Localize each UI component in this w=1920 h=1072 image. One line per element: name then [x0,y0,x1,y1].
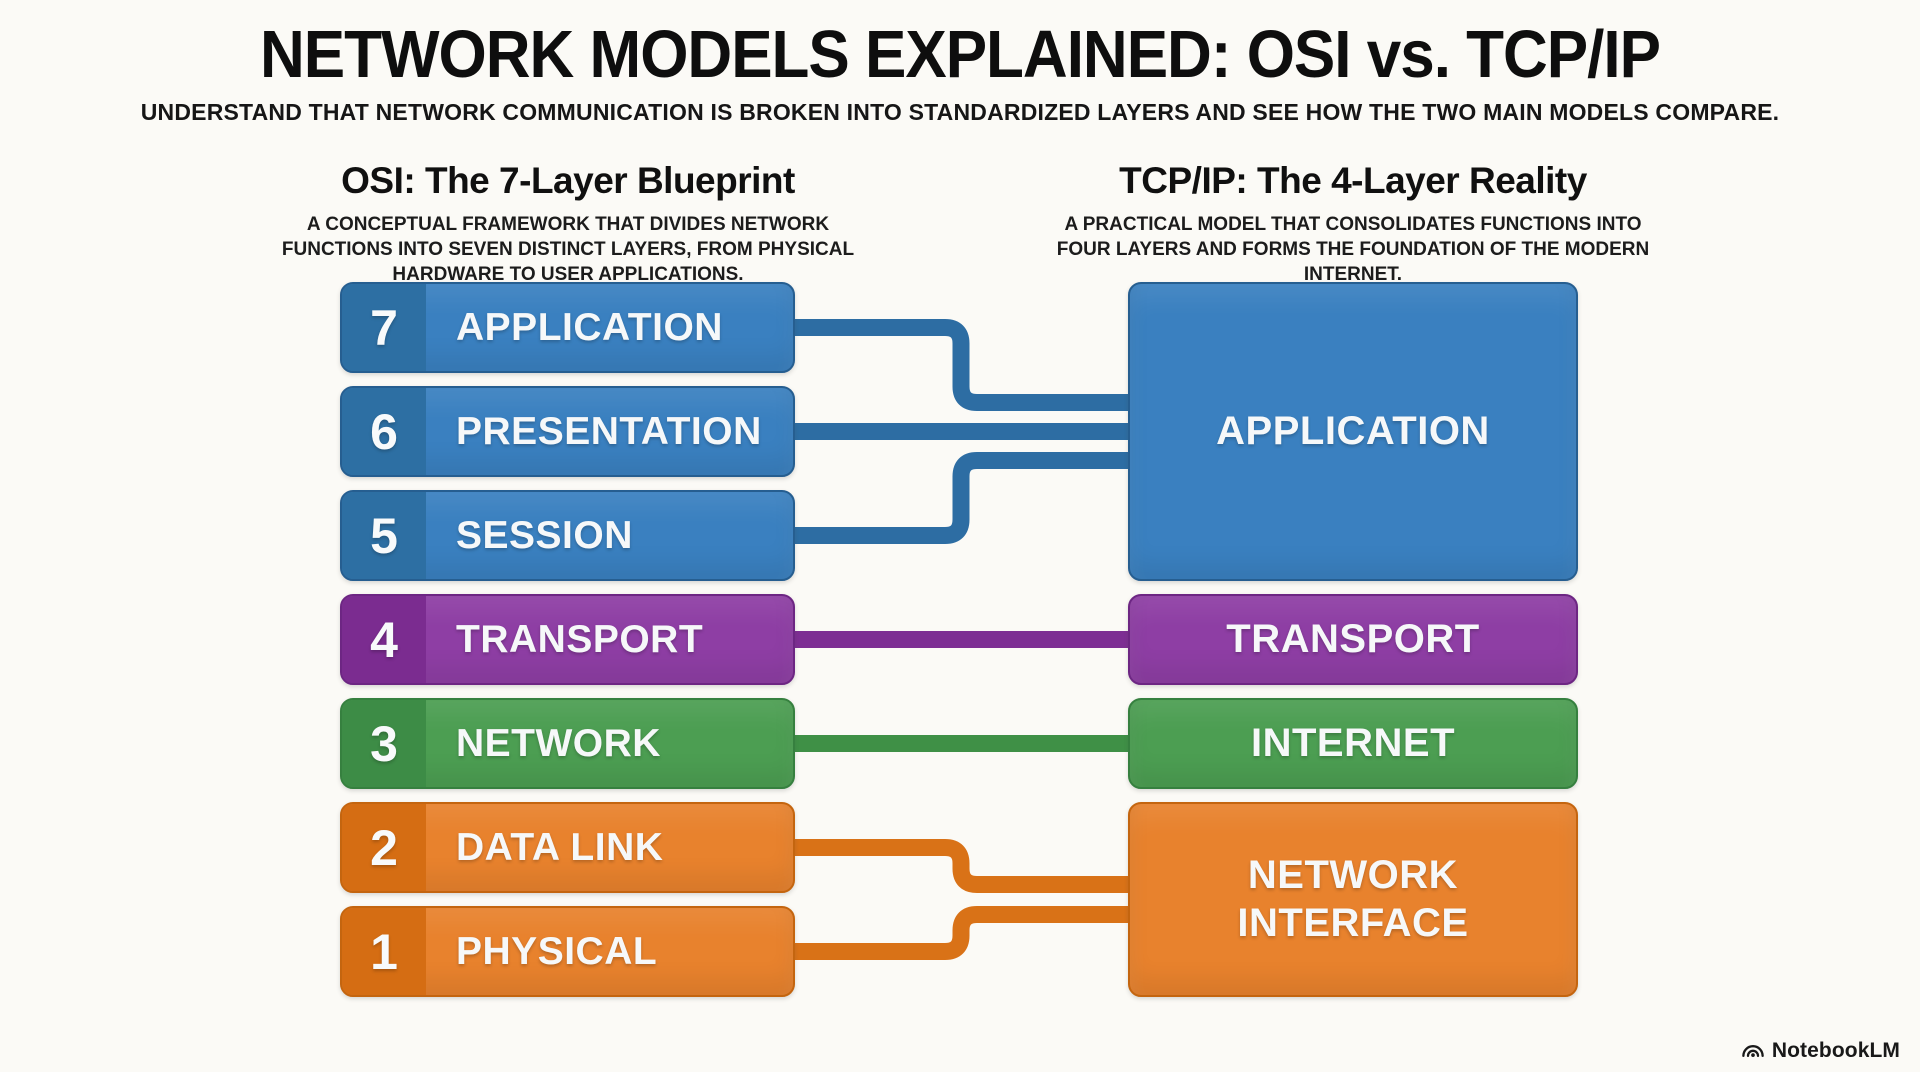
layer-number: 7 [370,299,398,356]
tcpip-layer-internet: INTERNET [1128,698,1578,789]
layer-number-badge: 7 [342,284,426,371]
page-title: NETWORK MODELS EXPLAINED: OSI vs. TCP/IP [260,17,1661,93]
page-subtitle: UNDERSTAND THAT NETWORK COMMUNICATION IS… [140,99,1780,126]
layer-label: NETWORK [456,721,661,765]
osi-layer-2-datalink: 2 DATA LINK [340,802,795,893]
header: NETWORK MODELS EXPLAINED: OSI vs. TCP/IP… [0,20,1920,126]
layer-number: 2 [370,819,398,876]
layer-label: SESSION [456,513,633,557]
layer-number-badge: 3 [342,700,426,787]
tcpip-description: A PRACTICAL MODEL THAT CONSOLIDATES FUNC… [1056,214,1650,286]
layer-number-badge: 4 [342,596,426,683]
osi-layer-7-application: 7 APPLICATION [340,282,795,373]
osi-layer-1-physical: 1 PHYSICAL [340,906,795,997]
tcpip-heading: TCP/IP: The 4-Layer Reality [1119,160,1587,201]
layer-label: TRANSPORT [1226,616,1480,661]
osi-heading: OSI: The 7-Layer Blueprint [341,160,795,201]
layer-number-badge: 1 [342,908,426,995]
layer-number: 5 [370,507,398,564]
osi-layer-6-presentation: 6 PRESENTATION [340,386,795,477]
tcpip-layer-application: APPLICATION [1128,282,1578,581]
osi-layer-3-network: 3 NETWORK [340,698,795,789]
connector-session-to-application [795,452,1132,544]
tcpip-layer-stack: APPLICATION TRANSPORT INTERNET NETWORK I… [1128,282,1578,997]
layer-label: PRESENTATION [456,409,762,453]
layer-number-badge: 5 [342,492,426,579]
osi-layer-4-transport: 4 TRANSPORT [340,594,795,685]
osi-column-header: OSI: The 7-Layer Blueprint A CONCEPTUAL … [248,160,888,287]
tcpip-column-header: TCP/IP: The 4-Layer Reality A PRACTICAL … [1043,160,1663,287]
osi-layer-5-session: 5 SESSION [340,490,795,581]
layer-label: PHYSICAL [456,929,658,973]
layer-label: INTERNET [1251,720,1455,765]
connector-physical-to-networkinterface [795,906,1132,960]
osi-description: A CONCEPTUAL FRAMEWORK THAT DIVIDES NETW… [281,214,855,286]
connector-application-to-application [795,319,1132,411]
notebooklm-logo-icon [1742,1045,1764,1057]
connector-datalink-to-networkinterface [795,839,1132,893]
osi-layer-stack: 7 APPLICATION 6 PRESENTATION 5 SESSION 4… [340,282,795,997]
layer-number: 1 [370,923,398,980]
layer-number: 6 [370,403,398,460]
notebooklm-label: NotebookLM [1771,1039,1900,1062]
notebooklm-watermark: NotebookLM [1740,1038,1900,1064]
layer-number-badge: 6 [342,388,426,475]
layer-label: NETWORK INTERFACE [1237,853,1469,945]
layer-label: TRANSPORT [456,617,704,661]
layer-label: APPLICATION [456,305,723,349]
tcpip-layer-transport: TRANSPORT [1128,594,1578,685]
layer-number: 4 [370,611,398,668]
layer-number-badge: 2 [342,804,426,891]
layer-number: 3 [370,715,398,772]
layer-label: DATA LINK [456,825,664,869]
tcpip-layer-network-interface: NETWORK INTERFACE [1128,802,1578,997]
layer-label: APPLICATION [1216,408,1490,453]
